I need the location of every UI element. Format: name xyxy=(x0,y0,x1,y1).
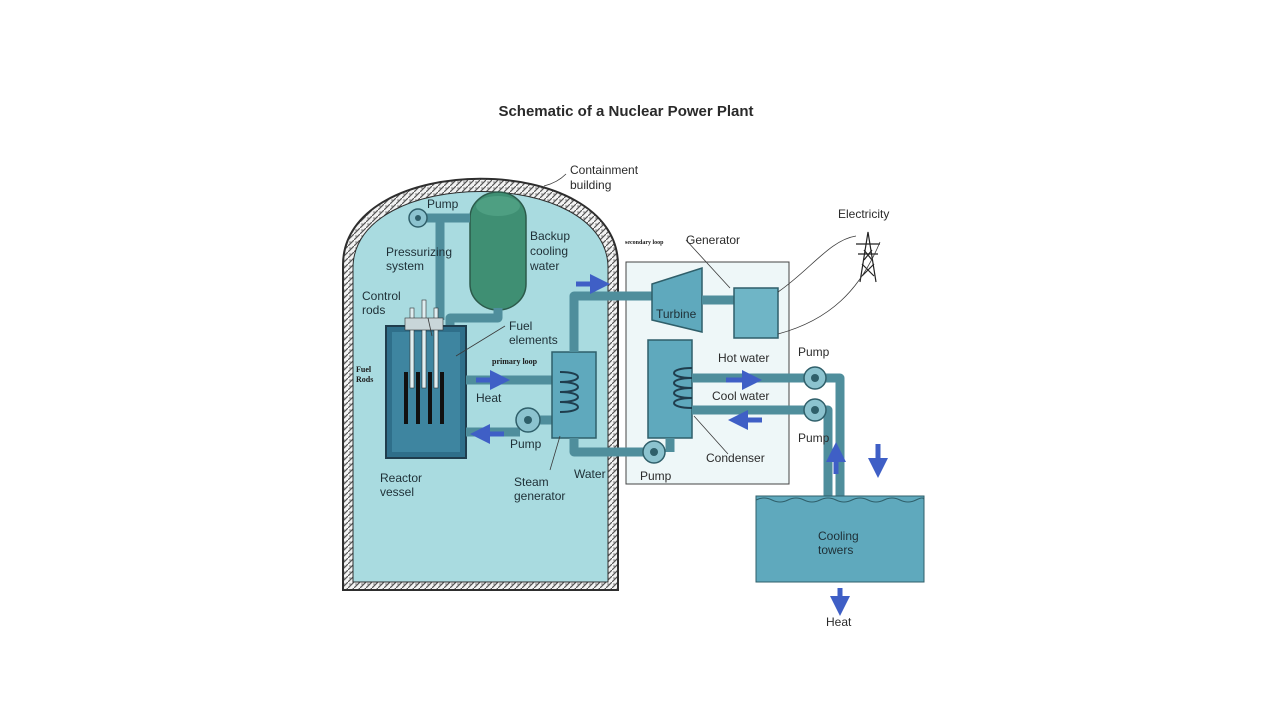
containment-interior xyxy=(352,191,609,583)
label-pump-primary: Pump xyxy=(510,437,542,451)
label-cooling-towers-1: Cooling xyxy=(818,529,859,543)
label-water: Water xyxy=(574,467,606,481)
steam-generator xyxy=(551,351,597,439)
label-cooling: cooling xyxy=(530,244,568,258)
label-fuel-elements-1: Fuel xyxy=(509,319,532,333)
pump-secondary xyxy=(642,440,666,464)
label-backup: Backup xyxy=(530,229,570,243)
label-fuel-rods-2: Rods xyxy=(356,375,373,384)
label-turbine: Turbine xyxy=(656,307,697,321)
flow-arrows xyxy=(470,274,888,616)
label-system: system xyxy=(386,259,424,273)
label-cool-water: Cool water xyxy=(712,389,769,403)
pump-top xyxy=(408,208,428,228)
label-heat-left: Heat xyxy=(476,391,502,405)
label-generator: Generator xyxy=(686,233,740,247)
pump-hot-water xyxy=(803,366,827,390)
turbine xyxy=(651,266,703,333)
cooling-towers xyxy=(755,495,925,583)
label-pump-secondary: Pump xyxy=(640,469,672,483)
generator xyxy=(733,287,779,339)
label-heat-bottom: Heat xyxy=(826,615,852,629)
label-electricity: Electricity xyxy=(838,207,889,221)
label-secondary-loop: secondary loop xyxy=(625,240,664,246)
label-backup-water: water xyxy=(529,259,559,273)
diagram-title: Schematic of a Nuclear Power Plant xyxy=(498,103,753,120)
label-building: building xyxy=(570,178,611,192)
label-reactor: Reactor xyxy=(380,471,422,485)
label-pressurizing: Pressurizing xyxy=(386,245,452,259)
label-condenser: Condenser xyxy=(706,451,765,465)
control-rods xyxy=(404,299,444,389)
label-vessel: vessel xyxy=(380,485,414,499)
label-fuel-elements-2: elements xyxy=(509,333,558,347)
pump-cool-water xyxy=(803,398,827,422)
pylon-icon xyxy=(856,231,880,283)
label-primary-loop: primary loop xyxy=(492,357,538,366)
label-control: Control xyxy=(362,289,401,303)
label-steam-generator: generator xyxy=(514,489,565,503)
label-steam: Steam xyxy=(514,475,549,489)
label-containment: Containment xyxy=(570,163,639,177)
fuel-rods xyxy=(404,372,444,424)
label-pump-cool: Pump xyxy=(798,431,830,445)
label-fuel-rods-1: Fuel xyxy=(356,365,372,374)
label-pump-hot: Pump xyxy=(798,345,830,359)
label-hot-water: Hot water xyxy=(718,351,769,365)
label-rods: rods xyxy=(362,303,385,317)
label-pump-top: Pump xyxy=(427,197,459,211)
pump-primary xyxy=(515,407,541,433)
label-cooling-towers-2: towers xyxy=(818,543,853,557)
